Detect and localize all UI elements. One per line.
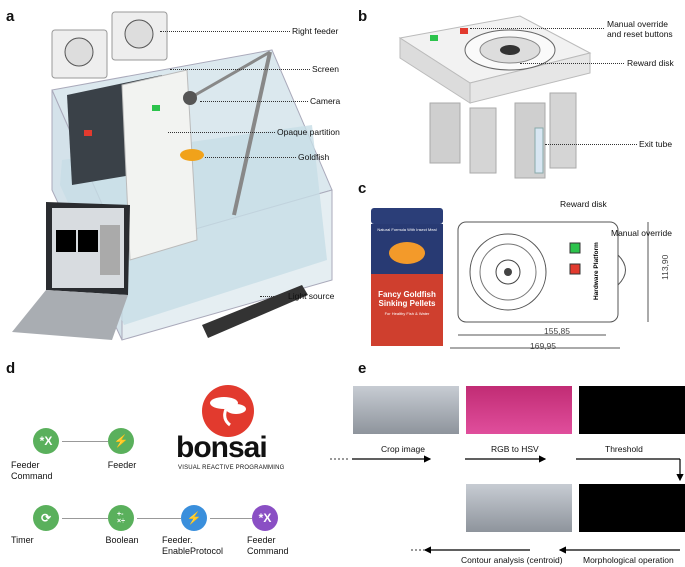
node-feeder-label: Feeder bbox=[107, 460, 137, 470]
bonsai-logo bbox=[202, 385, 254, 437]
label-camera: Camera bbox=[310, 96, 341, 106]
image-raw bbox=[353, 386, 459, 434]
hardware-platform-text: Hardware Platform bbox=[593, 242, 600, 300]
leader-reward-disk-b bbox=[520, 63, 624, 64]
node-timer-icon: ⟳ bbox=[33, 505, 59, 531]
label-goldfish: Goldfish bbox=[298, 152, 330, 162]
tank-illustration bbox=[12, 11, 333, 341]
label-exit-tube: Exit tube bbox=[639, 139, 673, 149]
technical-drawing: Hardware Platform bbox=[450, 221, 649, 349]
label-reward-disk-b: Reward disk bbox=[627, 58, 674, 68]
label-reward-disk-c: Reward disk bbox=[560, 199, 607, 209]
can-text-line3: For Healthy Fish & Water bbox=[384, 311, 430, 316]
dimension-height: 113,90 bbox=[660, 254, 670, 280]
image-centroid bbox=[466, 484, 572, 532]
leader-goldfish bbox=[205, 157, 296, 158]
panel-d-letter: d bbox=[6, 360, 16, 377]
bonsai-tree-icon bbox=[210, 397, 246, 427]
bonsai-logo-subtitle: VISUAL REACTIVE PROGRAMMING bbox=[178, 465, 285, 471]
node-feeder-command-2-icon: *X bbox=[252, 505, 278, 531]
connector-row1 bbox=[62, 441, 108, 442]
bonsai-logo-text: bonsai bbox=[176, 431, 268, 464]
can-top-text: Natural Formula With Insect Meal bbox=[377, 227, 437, 232]
node-enable-protocol-label: Feeder. EnableProtocol bbox=[162, 535, 224, 556]
panel-b-letter: b bbox=[358, 8, 368, 25]
panel-a-letter: a bbox=[6, 8, 15, 25]
dimension-width-outer: 169,95 bbox=[530, 341, 556, 351]
node-feeder-command-icon: *X bbox=[33, 428, 59, 454]
panel-c-letter: c bbox=[358, 180, 367, 197]
label-threshold: Threshold bbox=[605, 444, 643, 454]
leader-camera bbox=[200, 101, 308, 102]
node-feeder-command-label: Feeder Command bbox=[11, 460, 53, 481]
can-fish-image bbox=[389, 242, 425, 264]
leader-manual-override-reset bbox=[470, 28, 604, 29]
leader-screen bbox=[170, 69, 310, 70]
dimension-width-inner: 155,85 bbox=[544, 326, 570, 336]
label-manual-override-c: Manual override bbox=[611, 228, 672, 238]
label-morphological-operation: Morphological operation bbox=[583, 555, 674, 565]
leader-opaque-partition bbox=[168, 132, 275, 133]
node-feeder-icon: ⚡ bbox=[108, 428, 134, 454]
pipeline-arrows bbox=[330, 455, 684, 554]
node-boolean-icon: +- ×÷ bbox=[108, 505, 134, 531]
node-enable-protocol-icon: ⚡ bbox=[181, 505, 207, 531]
node-boolean-label: Boolean bbox=[105, 535, 139, 545]
label-manual-override-reset: Manual override and reset buttons bbox=[607, 19, 673, 39]
panel-e-letter: e bbox=[358, 360, 367, 377]
leader-right-feeder bbox=[160, 31, 290, 32]
connector-row2-b bbox=[137, 518, 181, 519]
node-feeder-command-2-label: Feeder Command bbox=[247, 535, 289, 556]
image-threshold bbox=[579, 386, 685, 434]
label-light-source: Light source bbox=[288, 291, 335, 301]
label-rgb-to-hsv: RGB to HSV bbox=[491, 444, 539, 454]
leader-light-source bbox=[260, 296, 286, 297]
can-text-line1: Fancy Goldfish bbox=[378, 290, 436, 299]
can-text-line2: Sinking Pellets bbox=[378, 299, 436, 308]
leader-exit-tube bbox=[545, 144, 637, 145]
connector-row2-a bbox=[62, 518, 108, 519]
label-opaque-partition: Opaque partition bbox=[277, 127, 340, 137]
connector-row2-c bbox=[210, 518, 252, 519]
image-morph bbox=[579, 484, 685, 532]
label-right-feeder: Right feeder bbox=[292, 26, 339, 36]
label-screen: Screen bbox=[312, 64, 339, 74]
node-timer-label: Timer bbox=[11, 535, 34, 545]
food-can: Natural Formula With Insect Meal Fancy G… bbox=[371, 208, 443, 346]
feeder-illustration bbox=[398, 15, 592, 179]
image-hsv bbox=[466, 386, 572, 434]
label-contour-analysis: Contour analysis (centroid) bbox=[461, 555, 563, 565]
label-crop-image: Crop image bbox=[381, 444, 425, 454]
